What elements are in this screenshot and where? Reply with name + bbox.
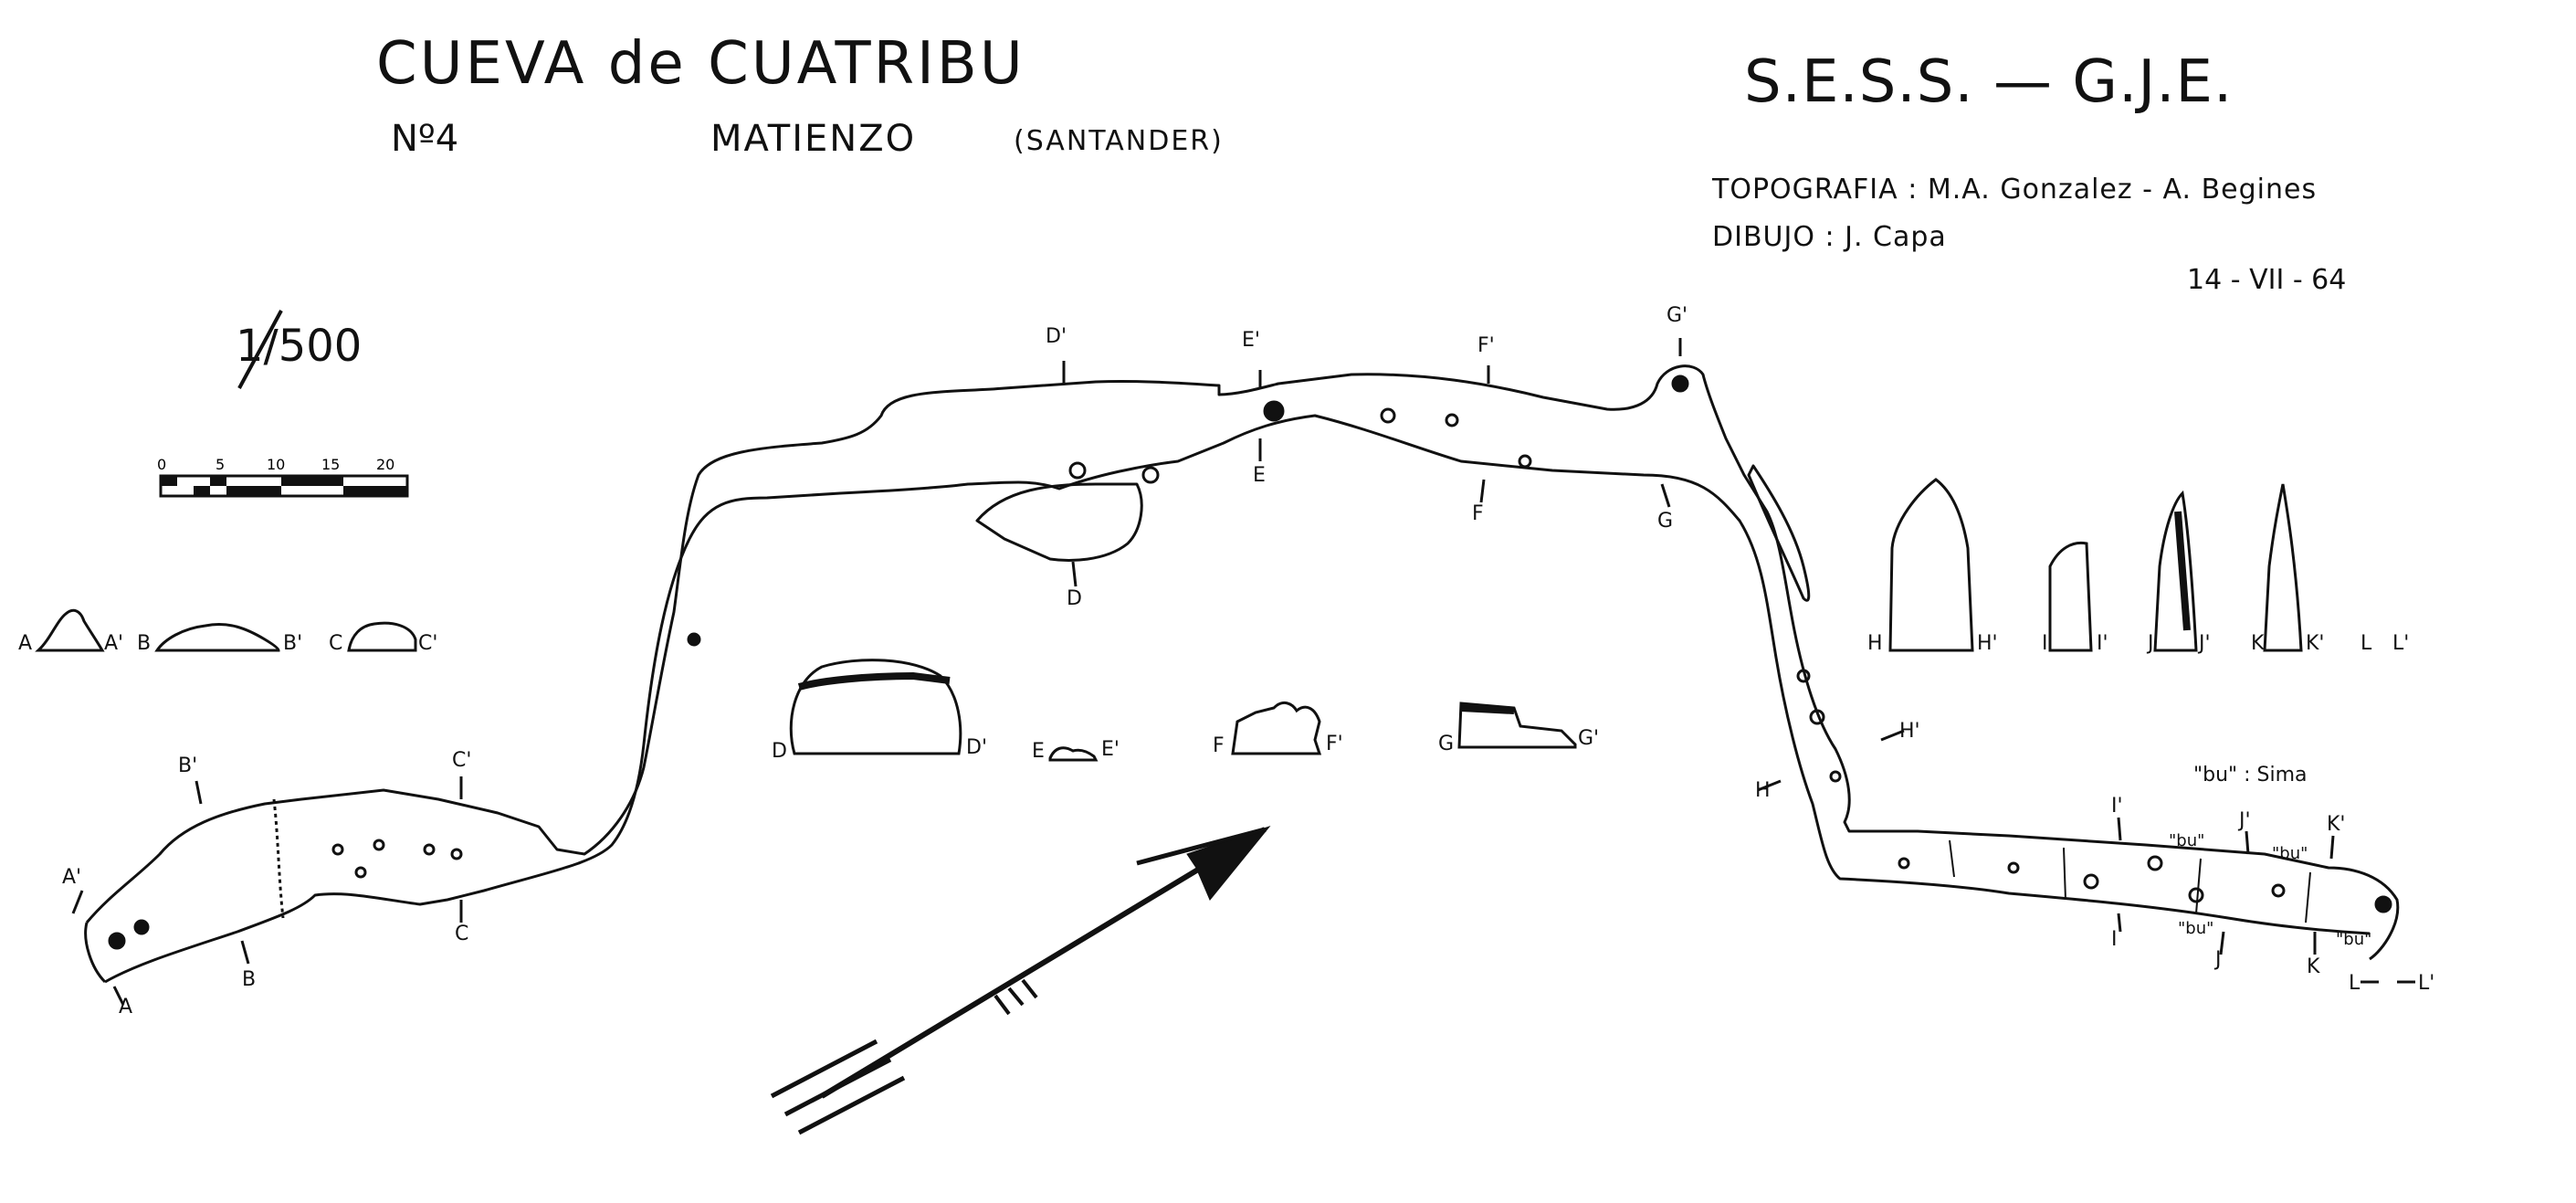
section-profile-d-fill — [797, 671, 951, 691]
section-label-b: B — [137, 632, 152, 655]
section-label-i: I — [2042, 632, 2048, 655]
plan-label-l-prime: L' — [2418, 972, 2435, 995]
section-label-d: D — [772, 740, 787, 763]
bu-mark: "bu" — [2272, 844, 2308, 863]
plan-label-c-prime: C' — [452, 749, 472, 772]
section-label-g-prime: G' — [1578, 727, 1600, 750]
section-label-f-prime: F' — [1326, 733, 1343, 755]
plan-label-a: A — [119, 996, 133, 1018]
bu-mark: "bu" — [2169, 831, 2205, 850]
section-label-c: C — [329, 632, 343, 655]
scale-tick-15: 15 — [321, 456, 340, 473]
section-profile-j-fill — [2174, 511, 2191, 631]
section-label-e: E — [1032, 740, 1045, 763]
plan-label-j: J — [2215, 948, 2222, 971]
section-label-b-prime: B' — [283, 632, 303, 655]
plan-label-h-prime: H' — [1899, 720, 1920, 743]
drawing-credit: DIBUJO : J. Capa — [1712, 221, 1947, 253]
section-profile-k — [2263, 483, 2303, 652]
plan-label-e: E — [1253, 464, 1266, 487]
plan-label-b-prime: B' — [178, 755, 198, 777]
section-label-h-prime: H' — [1977, 632, 1998, 655]
section-profile-c — [347, 621, 417, 652]
plan-label-i: I — [2111, 928, 2118, 951]
plan-label-i-prime: I' — [2111, 795, 2123, 818]
location-name: MATIENZO — [710, 118, 917, 160]
section-profile-j — [2153, 490, 2198, 652]
plan-label-a-prime: A' — [62, 866, 82, 889]
cave-title: CUEVA de CUATRIBU — [376, 30, 1025, 98]
section-label-g: G — [1438, 733, 1455, 755]
section-profile-h — [1888, 478, 1974, 652]
location-region: (SANTANDER) — [1014, 125, 1224, 157]
legend-bu-sima: "bu" : Sima — [2193, 764, 2308, 786]
plan-label-f-prime: F' — [1477, 334, 1495, 357]
plan-label-h: H — [1755, 779, 1771, 802]
section-label-l: L — [2360, 632, 2372, 655]
plan-label-f: F — [1472, 502, 1484, 525]
plan-label-k: K — [2307, 955, 2320, 978]
section-profile-f — [1231, 701, 1322, 755]
section-label-e-prime: E' — [1101, 738, 1120, 761]
section-label-j-prime: J' — [2199, 632, 2211, 655]
bu-mark: "bu" — [2336, 930, 2372, 949]
section-label-d-prime: D' — [966, 736, 987, 759]
section-profile-a — [35, 608, 105, 652]
section-label-a: A — [18, 632, 33, 655]
north-arrow-icon — [770, 825, 1271, 1135]
plan-label-e-prime: E' — [1242, 329, 1260, 352]
section-label-h: H — [1867, 632, 1883, 655]
cave-plan — [84, 364, 2400, 984]
section-profile-b — [154, 622, 280, 652]
section-label-a-prime: A' — [104, 632, 124, 655]
section-label-f: F — [1213, 734, 1225, 757]
plan-label-j-prime: J' — [2239, 809, 2251, 832]
cave-number: Nº4 — [391, 118, 459, 160]
scale-tick-20: 20 — [376, 456, 394, 473]
plan-label-g-prime: G' — [1667, 304, 1688, 327]
section-profile-d — [789, 659, 962, 755]
bu-mark: "bu" — [2178, 919, 2214, 938]
plan-label-c: C — [455, 923, 469, 945]
section-profile-g — [1457, 702, 1577, 749]
section-profile-i — [2048, 541, 2093, 652]
section-label-l-prime: L' — [2392, 632, 2410, 655]
plan-label-g: G — [1657, 510, 1674, 533]
plan-label-d: D — [1067, 587, 1082, 610]
plan-label-d-prime: D' — [1046, 325, 1067, 348]
section-label-k: K — [2251, 632, 2265, 655]
section-label-i-prime: I' — [2097, 632, 2108, 655]
section-label-c-prime: C' — [418, 632, 438, 655]
scale-ratio: 1/500 — [236, 321, 363, 372]
survey-date: 14 - VII - 64 — [2187, 264, 2347, 296]
section-profile-g-fill — [1460, 704, 1515, 714]
plan-label-b: B — [242, 968, 257, 991]
section-profile-e — [1048, 746, 1099, 762]
scale-bar: 0 5 10 15 20 — [157, 456, 409, 498]
section-label-j: J — [2148, 632, 2154, 655]
section-label-k-prime: K' — [2306, 632, 2325, 655]
scale-tick-0: 0 — [157, 456, 166, 473]
plan-label-k-prime: K' — [2327, 813, 2346, 836]
plan-label-l: L — [2349, 972, 2360, 995]
survey-credit: TOPOGRAFIA : M.A. Gonzalez - A. Begines — [1712, 174, 2318, 206]
section-cut-lines — [71, 338, 2415, 1006]
scale-tick-5: 5 — [216, 456, 225, 473]
scale-tick-10: 10 — [267, 456, 285, 473]
cross-sections — [35, 478, 2303, 762]
club-name: S.E.S.S. — G.J.E. — [1744, 48, 2234, 116]
scale-slash — [237, 310, 283, 389]
